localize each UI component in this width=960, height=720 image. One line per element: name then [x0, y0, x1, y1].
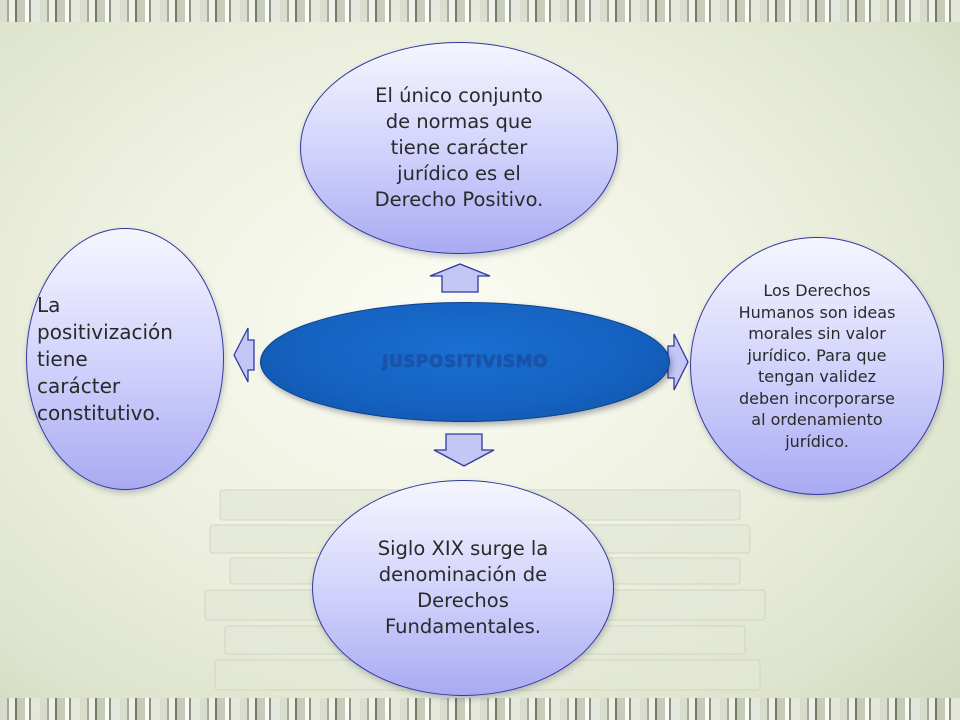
top-concept-text: El único conjunto de normas que tiene ca… — [374, 84, 544, 211]
left-concept-oval: La positivización tiene carácter constit… — [26, 228, 224, 490]
bottom-decorative-strip — [0, 698, 960, 720]
left-concept-text: La positivización tiene carácter constit… — [37, 292, 173, 425]
central-concept-oval: JUSPOSITIVISMO — [260, 302, 670, 422]
top-decorative-strip — [0, 0, 960, 22]
central-concept-label: JUSPOSITIVISMO — [382, 352, 548, 372]
right-concept-oval: Los Derechos Humanos son ideas morales s… — [690, 237, 944, 495]
arrow-left-icon — [233, 327, 255, 383]
right-concept-text: Los Derechos Humanos son ideas morales s… — [738, 281, 896, 451]
bottom-concept-oval: Siglo XIX surge la denominación de Derec… — [312, 480, 614, 696]
arrow-up-icon — [429, 263, 491, 293]
bottom-concept-text: Siglo XIX surge la denominación de Derec… — [377, 537, 549, 638]
arrow-down-icon — [433, 433, 495, 467]
top-concept-oval: El único conjunto de normas que tiene ca… — [300, 42, 618, 254]
